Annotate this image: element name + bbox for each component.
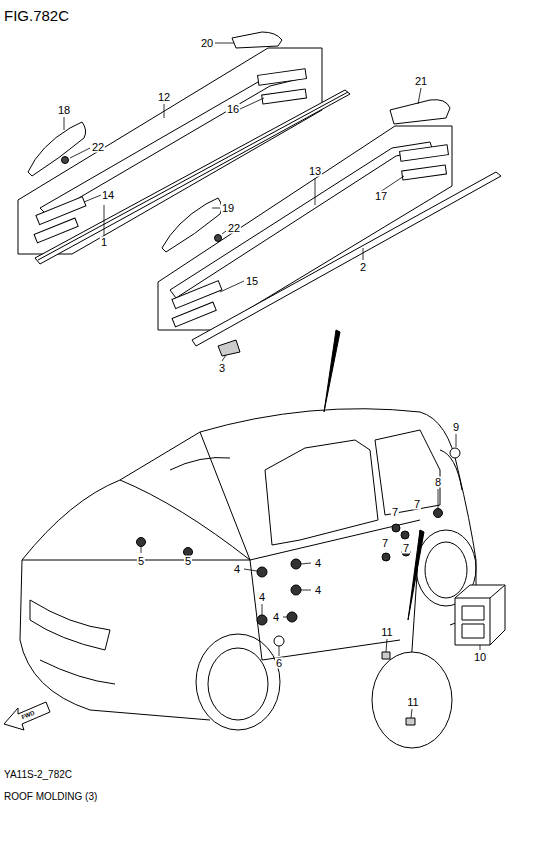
callout-number: 11 — [406, 697, 419, 708]
rail-bracket — [258, 69, 307, 86]
clip-11 — [406, 718, 415, 725]
clip-11 — [382, 652, 390, 659]
callout-number: 3 — [218, 363, 226, 374]
rail-bracket — [172, 302, 216, 327]
rail-bracket-17 — [402, 165, 447, 180]
grommets — [137, 448, 461, 646]
callout-number: 5 — [137, 556, 145, 567]
fuel-housing-10 — [455, 585, 505, 645]
molding-line — [38, 92, 348, 260]
callout-number: 20 — [200, 38, 214, 49]
callout-number: 22 — [227, 223, 241, 234]
callout-number: 4 — [314, 558, 322, 569]
figure-title: FIG.782C — [4, 8, 69, 23]
figure-subtitle: ROOF MOLDING (3) — [4, 792, 97, 802]
roof-molding-1 — [35, 90, 350, 264]
fuel-lid — [372, 652, 452, 748]
callout-number: 17 — [374, 191, 388, 202]
callout-number: 4 — [258, 592, 266, 603]
callout-number: 7 — [391, 507, 399, 518]
callout-number: 13 — [308, 166, 322, 177]
callout-number: 8 — [434, 477, 442, 488]
callout-number: 7 — [381, 538, 389, 549]
pointer-arrow — [408, 530, 424, 620]
nut-22 — [215, 235, 222, 242]
callout-number: 18 — [57, 105, 71, 116]
callout-number: 4 — [233, 564, 241, 575]
clip-3 — [218, 340, 240, 356]
leader-lines — [64, 43, 480, 718]
figure-caption: YA11S-2_782C — [4, 770, 72, 780]
callout-number: 16 — [226, 104, 240, 115]
callout-number: 4 — [314, 585, 322, 596]
callout-number: 5 — [184, 556, 192, 567]
callout-number: 7 — [402, 543, 410, 554]
fwd-arrow — [4, 702, 50, 730]
rail-bracket — [400, 145, 449, 162]
callout-number: 11 — [380, 627, 393, 638]
callout-number: 7 — [413, 499, 421, 510]
end-cap-21 — [390, 100, 450, 124]
callout-number: 19 — [221, 203, 235, 214]
pointer-arrow — [324, 330, 340, 412]
end-cap-20 — [232, 32, 282, 48]
roof-molding-2 — [192, 172, 501, 346]
rail-bracket-14 — [36, 197, 86, 225]
end-cap-18 — [28, 122, 86, 176]
callout-number: 12 — [157, 92, 171, 103]
callout-number: 1 — [100, 237, 108, 248]
rail-bracket-16 — [262, 89, 307, 104]
callout-number: 6 — [275, 658, 283, 669]
callout-number: 14 — [101, 190, 115, 201]
nut-22 — [62, 157, 69, 164]
callout-number: 21 — [414, 76, 428, 87]
callout-number: 4 — [272, 612, 280, 623]
rail-bracket-15 — [172, 281, 222, 309]
callout-number: 9 — [452, 422, 460, 433]
callout-number: 15 — [245, 276, 259, 287]
callout-number: 22 — [91, 142, 105, 153]
callout-number: 2 — [359, 262, 367, 273]
end-cap-19 — [162, 198, 222, 252]
roof-rail — [40, 72, 303, 216]
callout-number: 10 — [473, 652, 487, 663]
